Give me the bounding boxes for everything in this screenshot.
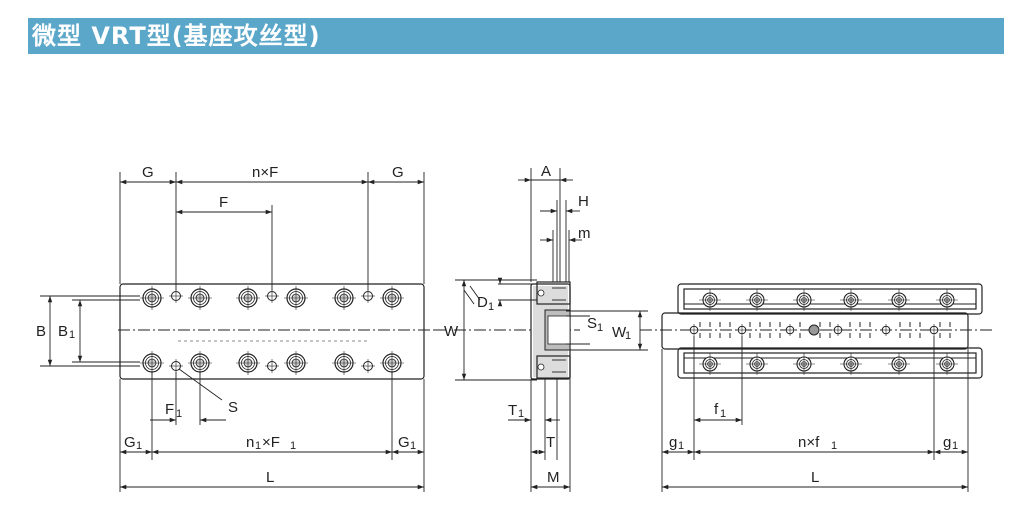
dim-m: m <box>578 225 591 242</box>
dim-B: B <box>36 323 46 340</box>
dim-L-right: L <box>811 469 819 486</box>
dim-nxf1: n×f <box>798 434 820 451</box>
dim-nxf1-sub: 1 <box>831 440 837 452</box>
dim-G-left: G <box>142 164 154 181</box>
top-view: G n×F G F B B 1 F 1 S G 1 n 1 ×F 1 G <box>36 164 438 492</box>
dim-G1-right: G <box>398 434 410 451</box>
dim-T1-sub: 1 <box>518 408 524 420</box>
dim-T: T <box>546 434 555 451</box>
dim-g1-right: g <box>943 434 951 451</box>
dim-f1: f <box>714 401 719 418</box>
side-view: A H m D 1 W S 1 W 1 <box>434 163 648 492</box>
dim-F1: F <box>165 401 174 418</box>
dim-G1-left-sub: 1 <box>136 440 142 452</box>
dim-F: F <box>219 194 228 211</box>
dim-n1xF1: n <box>246 434 254 451</box>
dim-n1xF1-sub2: 1 <box>290 440 296 452</box>
dim-G1-left: G <box>124 434 136 451</box>
dim-nxF: n×F <box>252 164 278 181</box>
dim-D1: D <box>477 294 488 311</box>
dim-f1-sub: 1 <box>720 408 726 420</box>
dim-W: W <box>444 323 459 340</box>
dim-A: A <box>541 163 551 180</box>
dim-W1-sub: 1 <box>625 330 631 342</box>
dim-H: H <box>578 193 589 210</box>
dim-n1xF1-sub: 1 <box>255 440 261 452</box>
dim-T1: T <box>508 402 517 419</box>
dim-g1-right-sub: 1 <box>952 440 958 452</box>
dim-M: M <box>547 469 560 486</box>
title-bar: 微型 VRT型(基座攻丝型) <box>28 18 1004 54</box>
dim-F1-sub: 1 <box>176 408 182 420</box>
dim-S1-sub: 1 <box>597 322 603 334</box>
dim-S: S <box>228 399 238 416</box>
dim-B1: B <box>58 323 68 340</box>
dim-n1xF1-mid: ×F <box>262 434 280 451</box>
rail-view: f 1 g 1 n×f 1 g 1 L <box>640 283 994 492</box>
dim-g1-left-sub: 1 <box>678 440 684 452</box>
page-title: 微型 VRT型(基座攻丝型) <box>32 22 321 50</box>
dim-B1-sub: 1 <box>69 329 75 341</box>
dim-S1: S <box>587 315 597 332</box>
dim-L-left: L <box>266 469 274 486</box>
dim-G-right: G <box>392 164 404 181</box>
dim-G1-right-sub: 1 <box>410 440 416 452</box>
dim-g1-left: g <box>669 434 677 451</box>
dim-W1: W <box>612 324 627 341</box>
dim-D1-sub: 1 <box>488 301 494 313</box>
